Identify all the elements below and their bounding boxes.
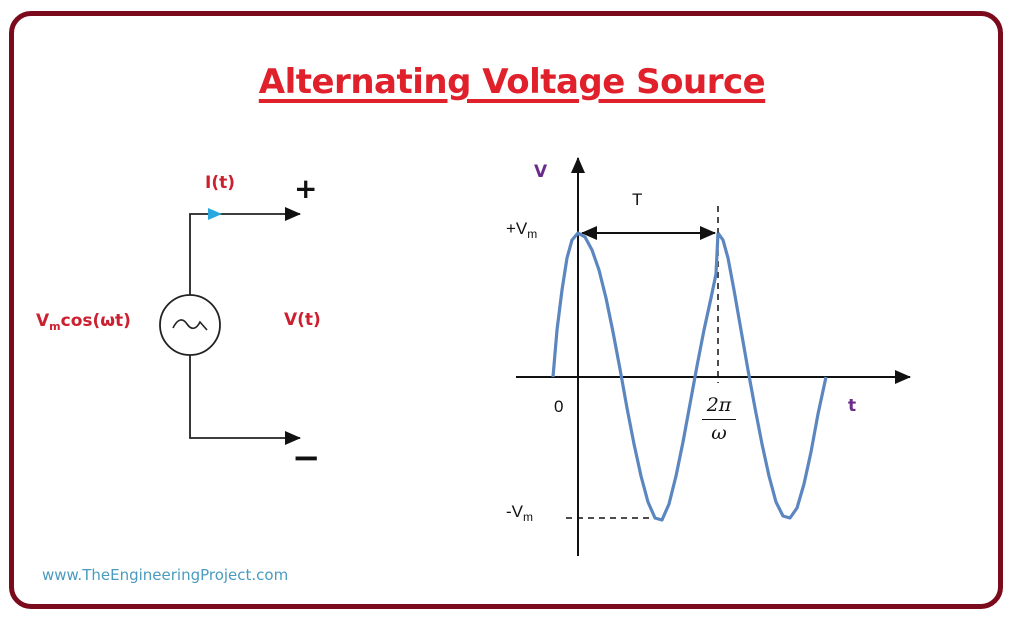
origin-label: 0 (554, 397, 564, 416)
bottom-wire (189, 355, 301, 445)
circuit (159, 207, 301, 445)
title-text: Alternating Voltage Source (258, 62, 766, 102)
tick-numerator: 2π (706, 394, 732, 416)
top-wire (189, 207, 301, 295)
period-tick-label: 2π ω (700, 394, 738, 444)
source-label: Vmcos(ωt) (36, 311, 131, 333)
graph-axes (516, 157, 911, 556)
plus-sign: + (294, 172, 318, 205)
tick-denominator: ω (711, 422, 727, 444)
cosine-waveform (551, 231, 828, 522)
pos-peak-label: +Vm (506, 219, 538, 241)
minus-sign: − (292, 438, 321, 478)
page-title: Alternating Voltage Source (0, 62, 1024, 102)
y-axis-label: V (534, 162, 548, 182)
current-label: I(t) (205, 173, 235, 193)
fraction-bar (702, 419, 736, 420)
neg-peak-label: -Vm (506, 502, 533, 524)
diagram-frame (9, 11, 1003, 609)
current-direction-arrow-icon (208, 208, 222, 220)
website-url: www.TheEngineeringProject.com (42, 566, 289, 584)
period-label: T (632, 190, 643, 209)
ac-source-tilde (172, 319, 208, 331)
ac-source-circle (159, 294, 221, 356)
voltage-label: V(t) (284, 310, 321, 330)
x-axis-label: t (848, 396, 857, 416)
